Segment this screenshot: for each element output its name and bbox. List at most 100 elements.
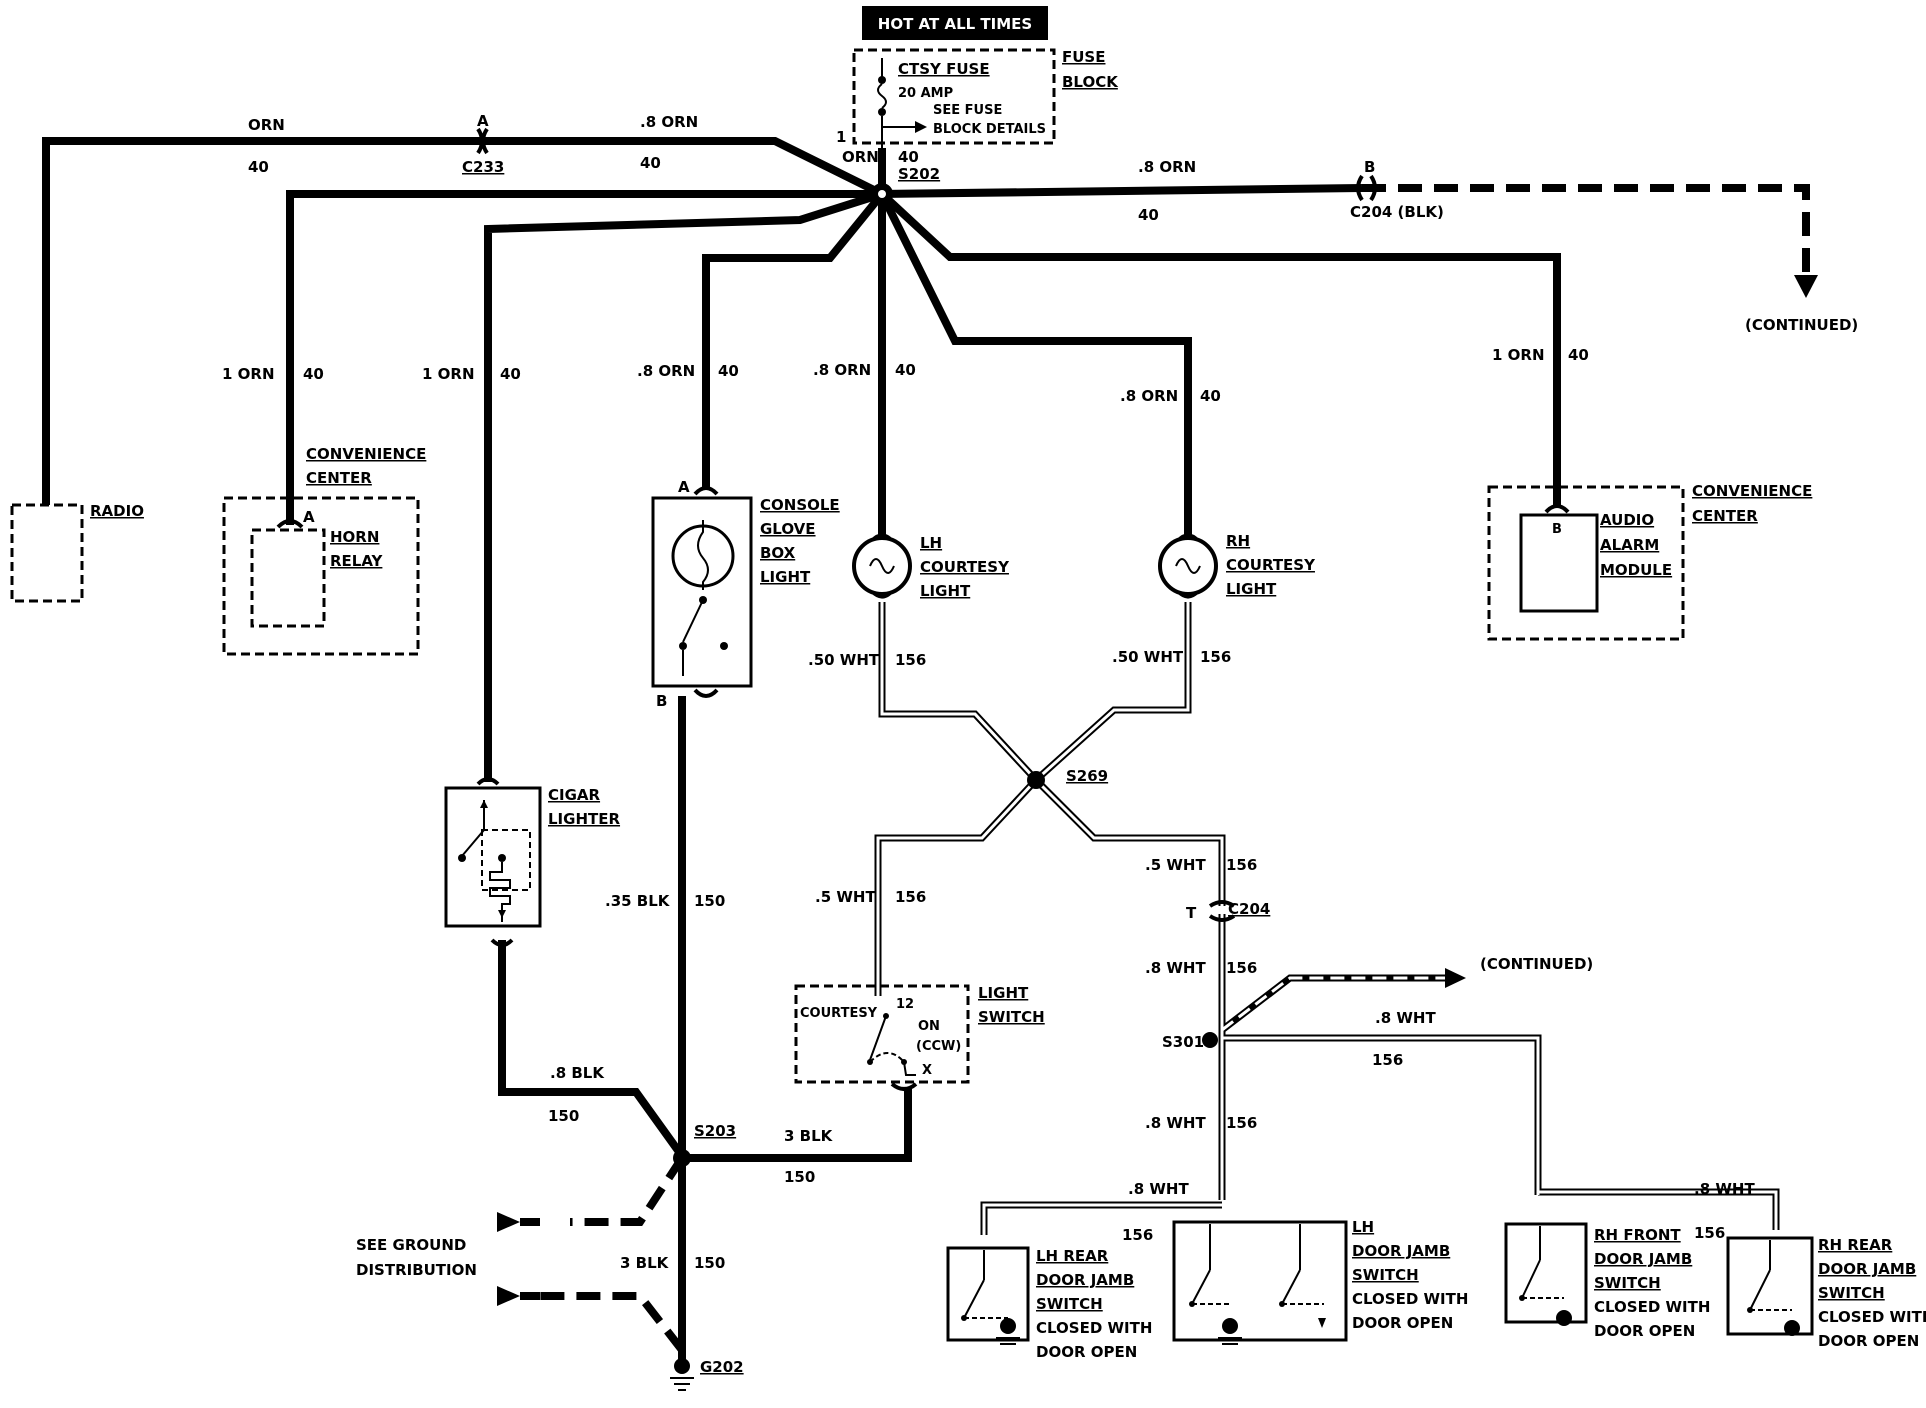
rh-front-switch-icon xyxy=(1519,1226,1572,1326)
radio-label: RADIO xyxy=(90,502,144,520)
rh-rear-feed-color: .8 WHT xyxy=(1694,1180,1755,1198)
lh-courtesy-3: LIGHT xyxy=(920,582,971,600)
lh-wht-color: .50 WHT xyxy=(808,651,880,669)
blk-wires xyxy=(497,696,912,1368)
s301-label: S301 xyxy=(1162,1033,1204,1051)
hot-at-all-times-banner xyxy=(862,6,1048,40)
fuse-block-label-1: FUSE xyxy=(1062,48,1105,66)
lh-courtesy-bulb-icon xyxy=(852,533,912,599)
rh-rear-5: DOOR OPEN xyxy=(1818,1332,1919,1350)
c204-label: C204 (BLK) xyxy=(1350,203,1444,221)
wht-wires xyxy=(874,602,1780,1235)
s269-label: S269 xyxy=(1066,767,1108,785)
lh-door-2: DOOR JAMB xyxy=(1352,1242,1450,1260)
conv-center-right-1: CONVENIENCE xyxy=(1692,482,1812,500)
rh-front-5: DOOR OPEN xyxy=(1594,1322,1695,1340)
rh-courtesy-wire-circuit: 40 xyxy=(1200,387,1221,405)
hot-label: HOT AT ALL TIMES xyxy=(878,15,1032,33)
cigar-wire-circuit: 40 xyxy=(500,365,521,383)
c204-wire-color: .8 ORN xyxy=(1138,158,1196,176)
rh-front-feed-circuit: 156 xyxy=(1372,1051,1403,1069)
s301-in-color: .8 WHT xyxy=(1145,959,1206,977)
lh-rear-feed-circuit: 156 xyxy=(1122,1226,1153,1244)
lh-rear-4: CLOSED WITH xyxy=(1036,1319,1152,1337)
light-switch-box xyxy=(794,984,970,1084)
lh-courtesy-wire-circuit: 40 xyxy=(895,361,916,379)
lh-courtesy-wire-color: .8 ORN xyxy=(813,361,871,379)
lh-courtesy-2: COURTESY xyxy=(920,558,1010,576)
fuse-note-2: BLOCK DETAILS xyxy=(933,122,1046,137)
rh-courtesy-3: LIGHT xyxy=(1226,580,1277,598)
c204b-upper-circuit: 156 xyxy=(1226,856,1257,874)
lh-rear-feed-color: .8 WHT xyxy=(1128,1180,1189,1198)
conv-center-left-2: CENTER xyxy=(306,469,372,487)
s301-in-circuit: 156 xyxy=(1226,959,1257,977)
c204b-pin: T xyxy=(1186,904,1197,922)
ls-wire-circuit: 156 xyxy=(895,888,926,906)
g202-label: G202 xyxy=(700,1358,744,1376)
cigar-label-1: CIGAR xyxy=(548,786,601,804)
lh-door-4: CLOSED WITH xyxy=(1352,1290,1468,1308)
s202-label: S202 xyxy=(898,165,940,183)
g202-wire-color: 3 BLK xyxy=(620,1254,670,1272)
rh-front-2: DOOR JAMB xyxy=(1594,1250,1692,1268)
lh-door-3: SWITCH xyxy=(1352,1266,1419,1284)
horn-wire-color: 1 ORN xyxy=(222,365,275,383)
cigar-ground-color: .8 BLK xyxy=(550,1064,605,1082)
audio-alarm-box xyxy=(1519,513,1599,613)
rh-courtesy-wire-color: .8 ORN xyxy=(1120,387,1178,405)
s301-splice xyxy=(1202,1032,1218,1048)
lh-door-5: DOOR OPEN xyxy=(1352,1314,1453,1332)
console-label-3: BOX xyxy=(760,544,796,562)
fuse-block-box xyxy=(852,48,1056,145)
lh-door-switch-icon xyxy=(1189,1224,1326,1345)
audio-label-2: ALARM xyxy=(1600,536,1659,554)
rh-front-switch-box xyxy=(1504,1222,1588,1324)
rh-rear-feed-circuit: 156 xyxy=(1694,1224,1725,1242)
lh-wht-circuit: 156 xyxy=(895,651,926,669)
ls-ground-circuit: 150 xyxy=(784,1168,815,1186)
orn-wires xyxy=(42,137,1818,782)
radio-box xyxy=(10,503,84,603)
conv-center-left-1: CONVENIENCE xyxy=(306,445,426,463)
ls-x: X xyxy=(922,1063,932,1078)
ls-on: ON xyxy=(918,1019,940,1034)
horn-relay-pin: A xyxy=(303,508,315,526)
g202-ground-icon xyxy=(670,1358,694,1391)
rh-front-4: CLOSED WITH xyxy=(1594,1298,1710,1316)
console-label-1: CONSOLE xyxy=(760,496,840,514)
rh-courtesy-2: COURTESY xyxy=(1226,556,1316,574)
ls-ground-color: 3 BLK xyxy=(784,1127,834,1145)
cigar-ground-circuit: 150 xyxy=(548,1107,579,1125)
c233-out-color: .8 ORN xyxy=(640,113,698,131)
light-switch-label-2: SWITCH xyxy=(978,1008,1045,1026)
ls-ccw: (CCW) xyxy=(916,1039,961,1054)
ground-note-1: SEE GROUND xyxy=(356,1236,466,1254)
convenience-center-right xyxy=(1487,485,1685,641)
c233-out-circuit: 40 xyxy=(640,154,661,172)
fuse-rating: 20 AMP xyxy=(898,86,953,101)
ls-pin12: 12 xyxy=(896,997,914,1012)
convenience-center-left xyxy=(222,496,420,656)
rh-rear-1: RH REAR xyxy=(1818,1236,1893,1254)
continued-mid: (CONTINUED) xyxy=(1480,955,1593,973)
s301-out-circuit: 156 xyxy=(1226,1114,1257,1132)
fuse-pin-1: 1 xyxy=(836,128,846,146)
c204-connector xyxy=(1356,174,1377,202)
audio-label-1: AUDIO xyxy=(1600,511,1654,529)
lh-rear-1: LH REAR xyxy=(1036,1247,1109,1265)
audio-label-3: MODULE xyxy=(1600,561,1672,579)
console-wire-color: .8 ORN xyxy=(637,362,695,380)
rh-front-1: RH FRONT xyxy=(1594,1226,1681,1244)
fuse-name: CTSY FUSE xyxy=(898,60,990,78)
cigar-wire-color: 1 ORN xyxy=(422,365,475,383)
cigar-label-2: LIGHTER xyxy=(548,810,620,828)
fuse-wire-circuit: 40 xyxy=(898,148,919,166)
fuse-note-1: SEE FUSE xyxy=(933,103,1002,118)
radio-feed-color: ORN xyxy=(248,116,285,134)
rh-courtesy-1: RH xyxy=(1226,532,1250,550)
conv-center-right-2: CENTER xyxy=(1692,507,1758,525)
rh-rear-3: SWITCH xyxy=(1818,1284,1885,1302)
